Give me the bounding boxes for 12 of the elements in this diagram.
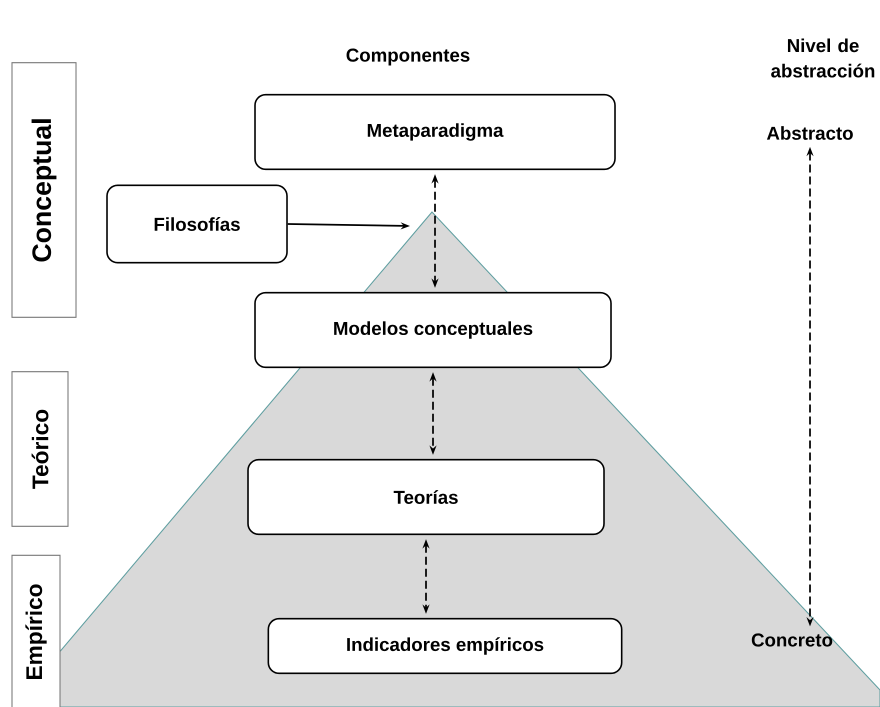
component-box: Modelos conceptuales xyxy=(254,292,612,368)
level-label: Abstracto xyxy=(766,126,853,140)
level-label-box: Empírico xyxy=(11,554,61,707)
column-heading: Componentes xyxy=(346,48,470,66)
component-box: Teorías xyxy=(247,458,605,536)
level-label-box: Teórico xyxy=(11,371,69,527)
component-box: Indicadores empíricos xyxy=(268,618,622,674)
level-label: Concreto xyxy=(752,633,832,647)
component-box: Metaparadigma xyxy=(254,94,616,170)
level-label-box: Conceptual xyxy=(11,62,77,318)
column-heading: Nivel de abstracción xyxy=(771,38,874,78)
component-box: Filosofías xyxy=(106,184,288,264)
